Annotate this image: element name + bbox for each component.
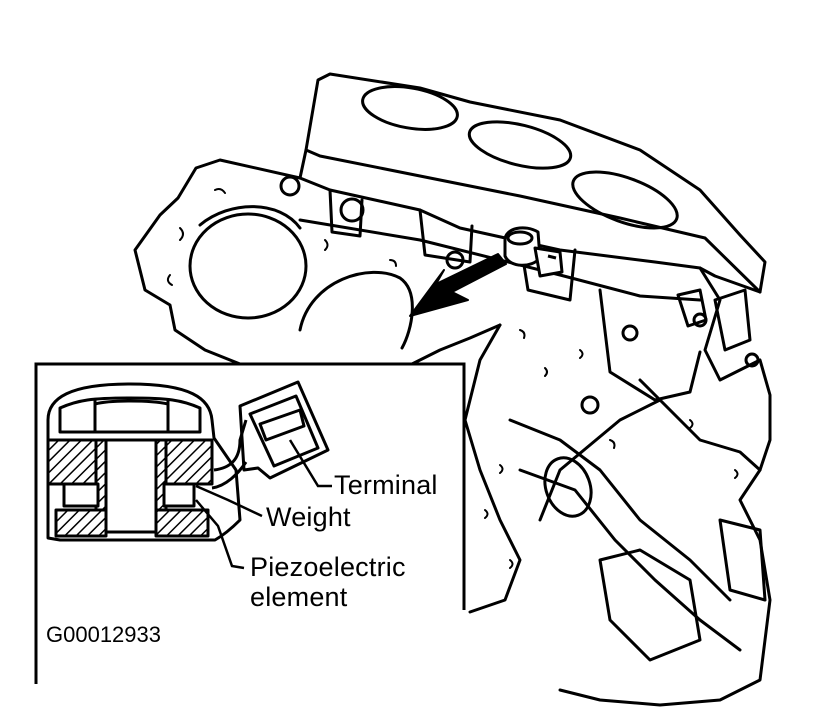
engine-left-face: [133, 158, 502, 377]
base-right: [154, 508, 210, 538]
left-bore-lip: [198, 205, 302, 230]
engine-right-side: [558, 266, 772, 707]
terminal-wire: [211, 461, 248, 490]
engine-skirt: [463, 418, 522, 614]
terminal-lead: [213, 419, 248, 472]
boss-2: [339, 197, 365, 223]
lower-ribs: [508, 418, 732, 602]
engine-block: [133, 72, 772, 707]
piezo-element-shape-right: [162, 482, 196, 508]
base-left: [54, 508, 108, 538]
right-web-1: [598, 288, 702, 402]
terminal-leader: [288, 439, 332, 488]
boss-5: [580, 395, 600, 415]
right-window-2: [676, 288, 708, 328]
boss-1: [279, 175, 301, 197]
cylinder-bore-1: [361, 85, 459, 131]
lower-recess: [598, 548, 702, 662]
nut-flat: [94, 399, 169, 406]
piezo-element-shape: [62, 482, 100, 508]
sensor-cross-section: [46, 380, 330, 542]
valley-rib-1: [328, 188, 364, 238]
figure-code: G00012933: [46, 622, 161, 647]
cylinder-bore-2: [467, 120, 573, 170]
piezo-leader: [195, 499, 245, 570]
lower-bore: [543, 456, 593, 518]
inset-frame: [34, 362, 466, 684]
locator-arrow: [409, 253, 507, 317]
weight-left: [46, 438, 98, 486]
boss-4: [621, 324, 639, 342]
cylinder-bore-3: [571, 170, 679, 230]
weight-label: Weight: [266, 502, 351, 532]
piezo-label-line2: element: [250, 582, 348, 612]
center-bore: [102, 438, 158, 534]
hex-nut: [58, 396, 202, 434]
right-window: [713, 288, 752, 352]
right-web-2: [638, 378, 762, 472]
piezo-label-line1: Piezoelectric: [250, 552, 406, 582]
weight-right: [162, 438, 214, 486]
lower-ribs-2: [518, 468, 742, 652]
lower-recess-2: [718, 518, 767, 602]
engine-deck-outline: [298, 72, 767, 294]
valley-rib-2: [418, 208, 474, 264]
lower-ribs-3: [538, 398, 662, 522]
knock-sensor-on-block: [503, 226, 564, 278]
terminal-pin: [258, 408, 306, 442]
left-bore-2: [298, 270, 414, 350]
valley-wall: [298, 218, 702, 302]
terminal-label: Terminal: [334, 470, 438, 500]
skirt-edge: [463, 323, 502, 422]
left-bore-1: [188, 212, 308, 320]
engine-deck-inner: [304, 148, 762, 294]
weight-leader: [195, 484, 263, 518]
leader-lines: [195, 439, 332, 570]
